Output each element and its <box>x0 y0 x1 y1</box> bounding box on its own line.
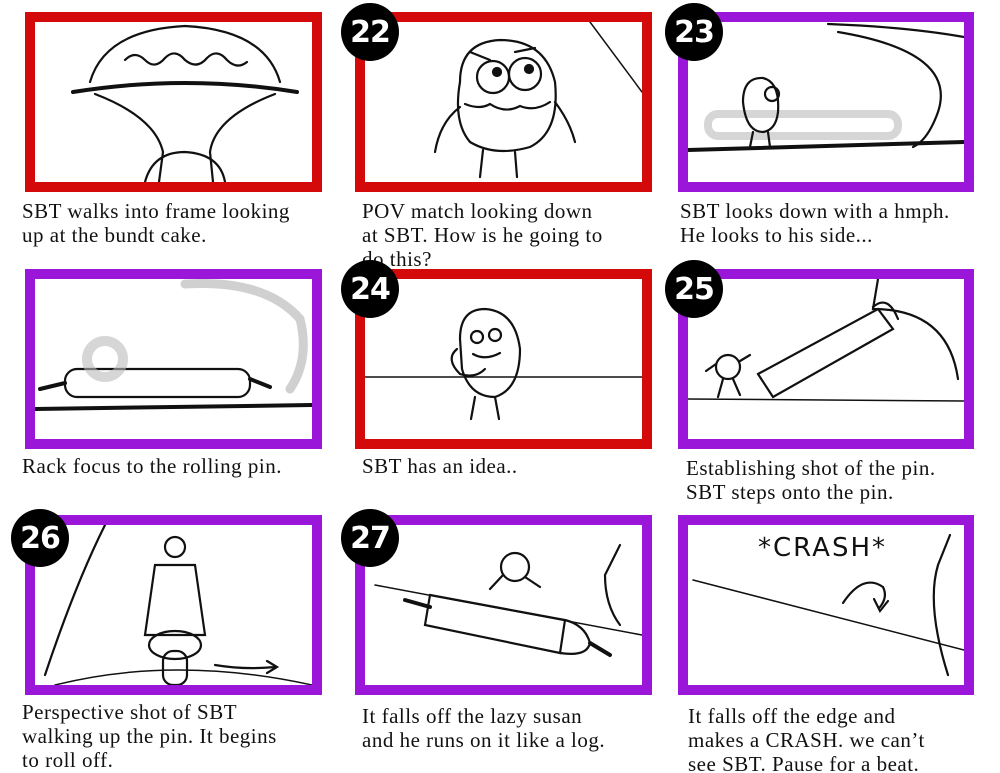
panel-8-frame <box>355 515 652 695</box>
panel-9-sketch <box>692 533 964 677</box>
panel-4-caption: Rack focus to the rolling pin. <box>22 454 282 478</box>
panel-6-number-badge: 25 <box>665 260 723 318</box>
panel-4-sketch <box>35 279 312 411</box>
panel-3-sketch <box>688 22 964 152</box>
panel-6-caption: Establishing shot of the pin.SBT steps o… <box>686 456 936 504</box>
panel-2-frame <box>355 12 652 192</box>
panel-2-sketch <box>433 22 642 179</box>
panel-7-frame <box>25 515 322 695</box>
panel-7-number-badge: 26 <box>11 509 69 567</box>
panel-6-frame <box>678 269 974 449</box>
panel-3-frame <box>678 12 974 192</box>
panel-1-sketch <box>71 24 299 182</box>
panel-6-sketch <box>688 279 964 402</box>
panel-9-sound-effect: *CRASH* <box>758 533 888 563</box>
panel-7-sketch <box>43 525 312 685</box>
panel-5-number-badge: 24 <box>341 260 399 318</box>
panel-4-frame <box>25 269 322 449</box>
panel-8-sketch <box>374 543 642 657</box>
panel-2-number-badge: 22 <box>341 3 399 61</box>
panel-3-caption: SBT looks down with a hmph.He looks to h… <box>680 199 950 247</box>
panel-1-frame <box>25 12 322 192</box>
panel-3-number-badge: 23 <box>665 3 723 61</box>
panel-5-sketch <box>365 307 642 421</box>
panel-5-frame <box>355 269 652 449</box>
panel-5-caption: SBT has an idea.. <box>362 454 518 478</box>
panel-8-number-badge: 27 <box>341 509 399 567</box>
panel-9-frame: *CRASH* <box>678 515 974 695</box>
